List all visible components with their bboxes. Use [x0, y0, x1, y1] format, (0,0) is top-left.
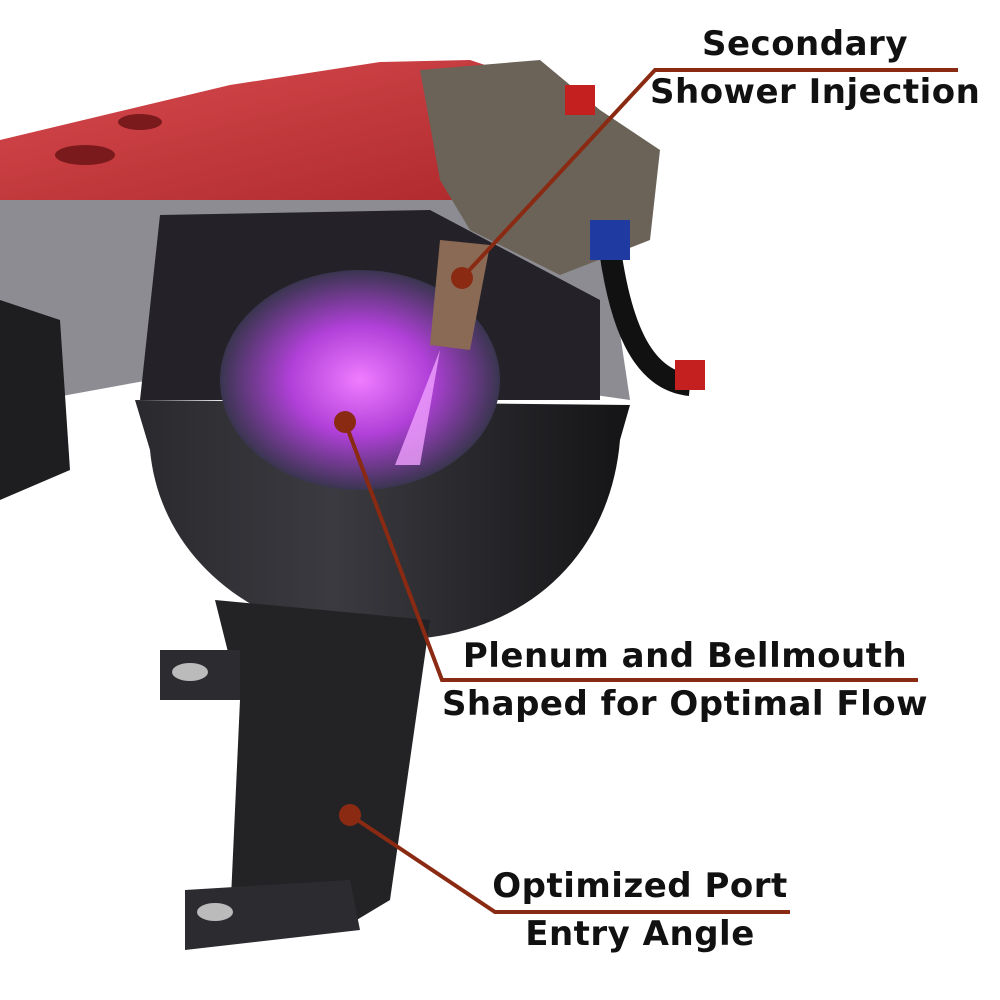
leader-secondary-injection [460, 68, 958, 280]
plenum-glow [220, 270, 500, 490]
hose-fitting [590, 220, 630, 260]
hose-fitting [675, 360, 705, 390]
marker-dot [451, 267, 473, 289]
runner-left [0, 300, 70, 500]
callout-plenum-bellmouth: Plenum and Bellmouth Shaped for Optimal … [435, 632, 935, 728]
callout-line: Secondary [702, 24, 908, 64]
callout-line: Shaped for Optimal Flow [441, 684, 929, 724]
bolt-hole [197, 903, 233, 921]
callout-line: Optimized Port [492, 866, 788, 906]
marker-dot [334, 411, 356, 433]
bolt-hole [172, 663, 208, 681]
callout-line: Entry Angle [525, 914, 755, 954]
callout-line: Plenum and Bellmouth [462, 636, 908, 676]
port-runner [215, 600, 430, 930]
bolt-hole [118, 114, 162, 130]
callout-port-entry-angle: Optimized Port Entry Angle [480, 862, 800, 958]
port-flange-bottom [185, 880, 360, 950]
leader-port-angle [348, 813, 790, 914]
bolt-hole [55, 145, 115, 165]
leader-lines [343, 68, 958, 914]
fuel-hose [599, 248, 692, 396]
injector-spray [395, 350, 440, 465]
marker-dot [339, 804, 361, 826]
callout-secondary-injection: Secondary Shower Injection [650, 20, 980, 116]
leader-plenum [343, 421, 918, 682]
injector-body [430, 240, 490, 350]
hose-fitting [565, 85, 595, 115]
callout-line: Shower Injection [650, 72, 981, 112]
